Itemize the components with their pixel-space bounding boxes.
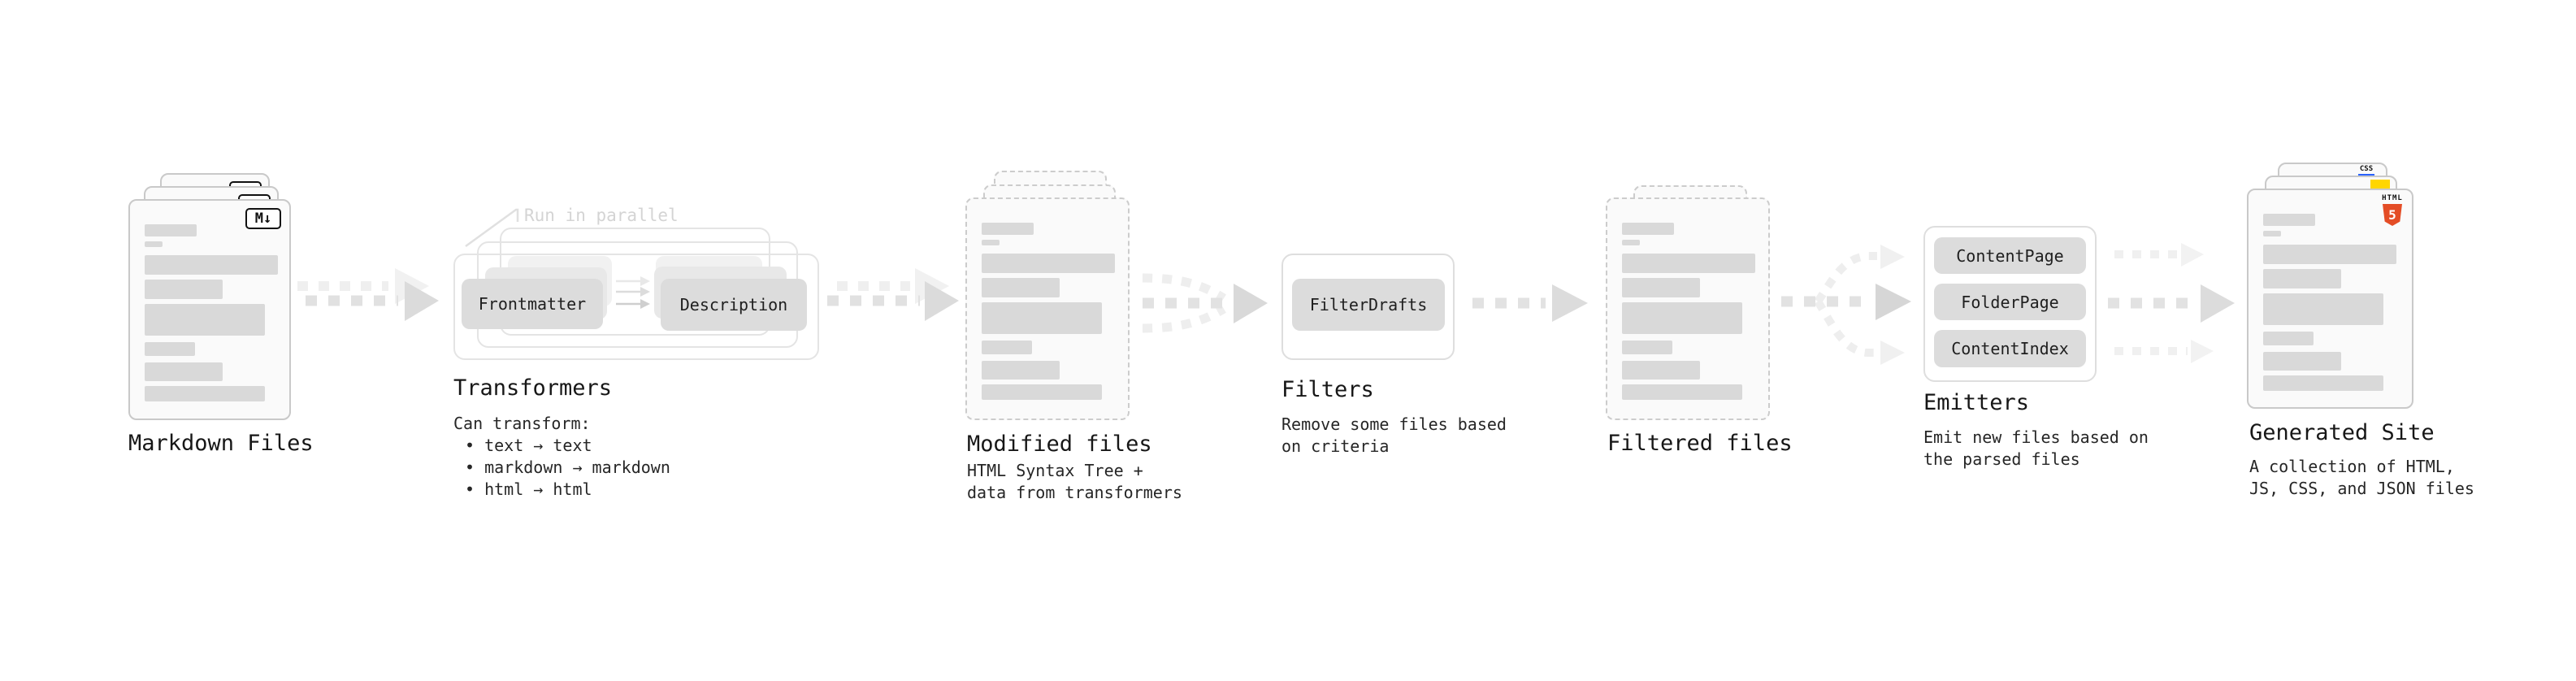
placeholder-bar [145,342,195,356]
emitters-desc-line1: Emit new files based on [1923,427,2149,447]
placeholder-bar [2263,352,2341,371]
arrow-filtered-to-emitters-diverge [1781,245,1911,365]
placeholder-bar [1622,223,1674,235]
placeholder-bar [982,240,1000,245]
html5-icon: HTML 5 [2382,194,2403,226]
filters-desc-line2: on criteria [1281,436,1390,456]
stage-title-markdown-files: Markdown Files [128,431,314,456]
placeholder-bar [1622,361,1700,380]
js-icon [2370,180,2390,189]
placeholder-bar [145,280,223,299]
placeholder-bar [982,278,1060,297]
arrow-emitters-to-generated [2108,243,2235,363]
placeholder-bar [145,255,278,275]
transformer-layer-front [453,254,819,360]
placeholder-bar [2263,293,2383,325]
placeholder-bar [2263,214,2315,226]
arrow-filters-to-filtered [1472,284,1588,322]
stage-title-emitters: Emitters [1923,390,2030,415]
placeholder-bar [982,254,1115,273]
contentindex-pill: ContentIndex [1934,330,2086,367]
transformers-bullet: • html → html [465,479,592,499]
modified-files-desc-line1: HTML Syntax Tree + [967,461,1143,480]
placeholder-bar [1622,254,1755,273]
placeholder-bar [145,304,265,336]
stage-title-modified-files: Modified files [967,432,1152,457]
stage-title-transformers: Transformers [453,375,613,401]
placeholder-bar [1622,240,1640,245]
placeholder-bar [982,384,1102,400]
placeholder-bar [1622,302,1742,334]
placeholder-bar [145,362,223,381]
filters-desc-line1: Remove some files based [1281,414,1507,434]
modified-files-desc-line2: data from transformers [967,483,1182,502]
stage-title-filtered-files: Filtered files [1607,431,1793,456]
generated-site-desc-line1: A collection of HTML, [2249,457,2455,476]
transformers-bullet: • markdown → markdown [465,458,670,477]
markdown-icon: M↓ [245,208,281,229]
placeholder-bar [145,386,265,401]
stage-title-filters: Filters [1281,377,1374,402]
placeholder-bar [2263,245,2396,264]
stage-title-generated-site: Generated Site [2249,420,2435,445]
generated-site-desc-line2: JS, CSS, and JSON files [2249,479,2474,498]
transformers-bullet: • text → text [465,436,592,455]
placeholder-bar [2263,269,2341,288]
placeholder-bar [982,361,1060,380]
placeholder-bar [1622,340,1672,354]
arrow-transformers-to-modified [827,268,959,321]
folderpage-pill: FolderPage [1934,284,2086,320]
placeholder-bar [1622,278,1700,297]
run-in-parallel-label: Run in parallel [524,206,679,225]
transformers-lead: Can transform: [453,414,591,433]
file-card-front [1606,197,1770,420]
placeholder-bar [145,241,163,247]
file-card-front [965,197,1130,420]
filterdrafts-pill: FilterDrafts [1292,279,1445,331]
placeholder-bar [2263,375,2383,391]
placeholder-bar [2263,332,2314,345]
placeholder-bar [1622,384,1742,400]
placeholder-bar [982,340,1032,354]
arrow-modified-to-filters-merge [1142,273,1268,333]
placeholder-bar [982,302,1102,334]
arrow-markdown-to-transformers [297,268,439,321]
placeholder-bar [2263,231,2281,236]
frontmatter-pill: Frontmatter [462,279,603,329]
file-card-front: M↓ [128,199,291,420]
description-pill: Description [661,279,807,331]
file-card-front-html: HTML 5 [2247,189,2413,409]
placeholder-bar [982,223,1034,235]
emitters-desc-line2: the parsed files [1923,449,2080,469]
placeholder-bar [145,224,197,236]
contentpage-pill: ContentPage [1934,237,2086,274]
